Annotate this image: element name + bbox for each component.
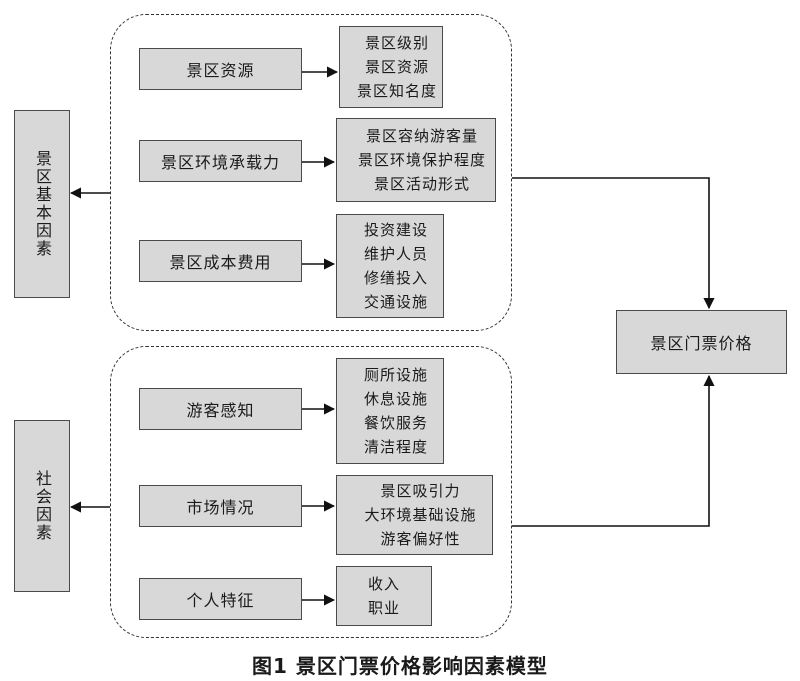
detail-line: 景区活动形式 <box>373 175 470 193</box>
detail-line: 景区级别 <box>364 34 429 52</box>
item-personal-label: 个人特征 <box>186 591 255 610</box>
detail-line: 景区知名度 <box>356 82 437 100</box>
item-market-label: 市场情况 <box>186 498 255 517</box>
item-env-capacity-details: 景区容纳游客量 景区环境保护程度 景区活动形式 <box>336 118 496 202</box>
factor-basic: 景区基本因素 <box>14 110 70 298</box>
item-personal: 个人特征 <box>139 578 302 620</box>
group-social-factors <box>110 346 512 638</box>
detail-line: 景区资源 <box>364 58 429 76</box>
detail-line: 景区容纳游客量 <box>365 127 478 145</box>
item-scenic-resource-label: 景区资源 <box>186 61 255 80</box>
detail-line: 修缮投入 <box>363 269 428 287</box>
detail-line: 大环境基础设施 <box>364 506 477 524</box>
item-cost-details: 投资建设 维护人员 修缮投入 交通设施 <box>336 214 444 318</box>
detail-line: 交通设施 <box>363 293 428 311</box>
item-env-capacity-label: 景区环境承载力 <box>160 153 280 172</box>
detail-line: 游客偏好性 <box>380 530 461 548</box>
factor-basic-label: 景区基本因素 <box>33 150 52 258</box>
detail-line: 厕所设施 <box>363 366 428 384</box>
output-ticket-price: 景区门票价格 <box>616 310 787 374</box>
item-scenic-resource-details: 景区级别 景区资源 景区知名度 <box>339 26 443 108</box>
detail-line: 职业 <box>367 599 400 617</box>
item-tourist-perception-label: 游客感知 <box>186 401 255 420</box>
detail-line: 投资建设 <box>363 221 428 239</box>
factor-social-label: 社会因素 <box>33 470 52 542</box>
figure-caption: 图1 景区门票价格影响因素模型 <box>252 654 548 678</box>
item-cost: 景区成本费用 <box>139 240 302 282</box>
detail-line: 景区吸引力 <box>380 482 461 500</box>
item-tourist-perception-details: 厕所设施 休息设施 餐饮服务 清洁程度 <box>336 358 444 464</box>
detail-line: 景区环境保护程度 <box>357 151 486 169</box>
arrow-group2-to-output <box>512 374 715 527</box>
item-tourist-perception: 游客感知 <box>139 388 302 430</box>
item-cost-label: 景区成本费用 <box>169 253 272 272</box>
group-basic-factors <box>110 14 512 331</box>
detail-line: 清洁程度 <box>363 438 428 456</box>
item-personal-details: 收入 职业 <box>336 566 432 626</box>
detail-line: 餐饮服务 <box>363 414 428 432</box>
detail-line: 收入 <box>367 575 400 593</box>
factor-social: 社会因素 <box>14 420 70 592</box>
item-market-details: 景区吸引力 大环境基础设施 游客偏好性 <box>336 475 493 555</box>
item-market: 市场情况 <box>139 485 302 527</box>
detail-line: 维护人员 <box>363 245 428 263</box>
output-ticket-price-label: 景区门票价格 <box>650 334 753 353</box>
detail-line: 休息设施 <box>363 390 428 408</box>
item-env-capacity: 景区环境承载力 <box>139 140 302 182</box>
item-scenic-resource: 景区资源 <box>139 48 302 90</box>
arrow-group1-to-output <box>512 177 715 310</box>
